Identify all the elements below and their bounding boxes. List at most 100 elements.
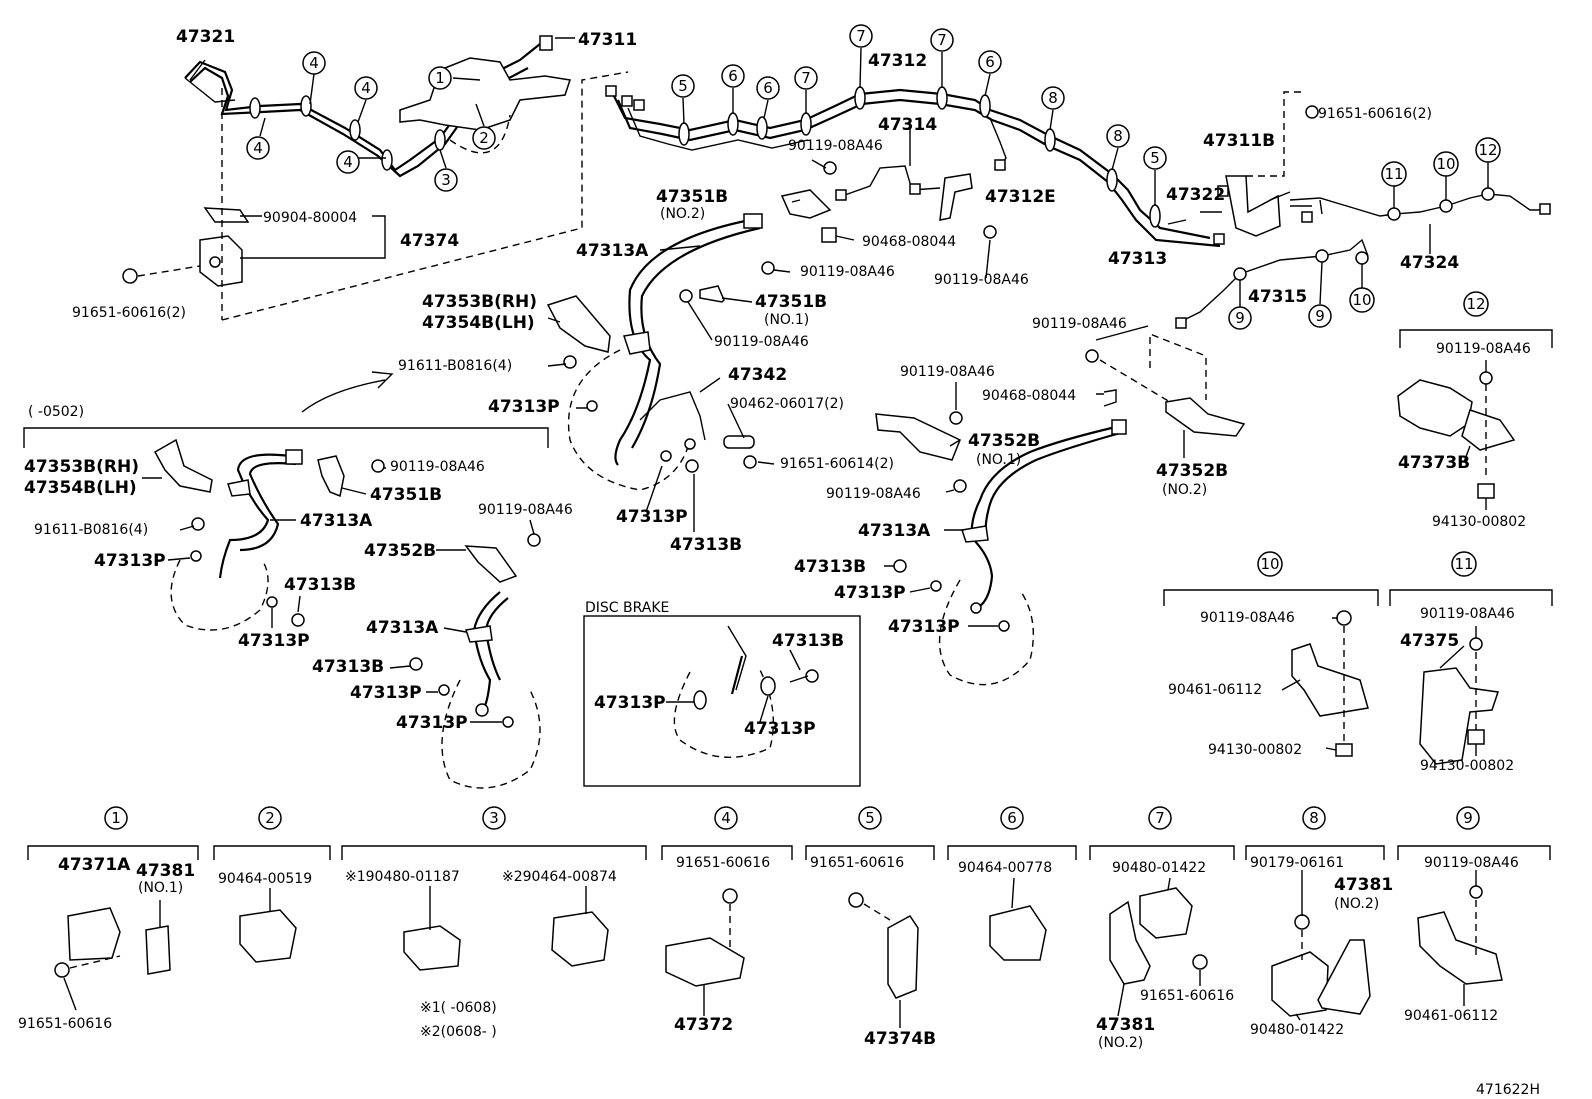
note-2: ※2(0608- ) — [420, 1024, 497, 1040]
svg-text:6: 6 — [763, 79, 773, 97]
label-47353b-rh-b: 47353B(RH) — [24, 457, 139, 477]
svg-text:5: 5 — [1150, 149, 1160, 167]
label-47352b-no1-sub: (NO.1) — [976, 452, 1021, 468]
label-47313b-a: 47313B — [670, 535, 742, 555]
svg-text:10: 10 — [1260, 555, 1279, 573]
svg-text:10: 10 — [1436, 155, 1455, 173]
flex-hose-47313a-right-icon — [875, 332, 1246, 686]
main-brake-tube-bundle — [605, 85, 1229, 248]
label-47372: 47372 — [674, 1015, 733, 1035]
svg-text:8: 8 — [1048, 89, 1058, 107]
bracket-47374-icon — [122, 71, 629, 321]
label-90480-01187: ※190480-01187 — [345, 869, 460, 885]
svg-text:2: 2 — [265, 809, 275, 827]
svg-text:6: 6 — [728, 67, 738, 85]
label-47351b-no2-sub: (NO.2) — [660, 206, 705, 222]
label-91611-b0816-4-a: 91611-B0816(4) — [398, 358, 512, 374]
svg-text:12: 12 — [1466, 295, 1485, 313]
label-47311: 47311 — [578, 30, 637, 50]
label-90461-06112-a: 90461-06112 — [1168, 682, 1262, 698]
callout-10: 10 — [1257, 551, 1283, 577]
label-47381-no2-a: 47381 — [1096, 1015, 1155, 1035]
svg-text:4: 4 — [343, 153, 353, 171]
svg-text:7: 7 — [801, 69, 811, 87]
label-90468-08044-b: 90468-08044 — [982, 388, 1076, 404]
label-91651-60616-2-left: 91651-60616(2) — [72, 305, 186, 321]
callout-4: 4 — [354, 76, 378, 100]
callout-3: 3 — [434, 168, 458, 192]
label-47381-no2-b: 47381 — [1334, 875, 1393, 895]
label-47313p-f: 47313P — [396, 713, 468, 733]
label-90461-06112-b: 90461-06112 — [1404, 1008, 1498, 1024]
callout-1: 1 — [104, 806, 128, 830]
clamp-47373b-icon — [1397, 329, 1553, 499]
label-91651-60616-k1: 91651-60616 — [18, 1016, 112, 1032]
part-number-labels: 47321 47311 47312 47314 47311B 47322 473… — [18, 27, 1540, 1098]
clamp-10-icon — [1163, 589, 1379, 757]
label-47313p-disc-a: 47313P — [594, 693, 666, 713]
svg-text:8: 8 — [1113, 127, 1123, 145]
label-47322: 47322 — [1166, 185, 1225, 205]
label-47313p-h: 47313P — [888, 617, 960, 637]
label-90904-80004: 90904-80004 — [263, 210, 357, 226]
label-47314: 47314 — [878, 115, 937, 135]
callout-10: 10 — [1349, 287, 1375, 313]
label-91651-60616-2-right: 91651-60616(2) — [1318, 106, 1432, 122]
flex-hose-47313a-lower-icon — [409, 533, 541, 789]
label-90119-08a46-d: 90119-08A46 — [714, 334, 809, 350]
label-90119-08a46-g: 90119-08A46 — [900, 364, 995, 380]
callout-6: 6 — [1000, 806, 1024, 830]
svg-text:4: 4 — [361, 79, 371, 97]
label-90119-08a46-j: 90119-08A46 — [1436, 341, 1531, 357]
callout-4: 4 — [246, 136, 270, 160]
callout-6: 6 — [756, 76, 780, 100]
label-94130-00802-b: 94130-00802 — [1208, 742, 1302, 758]
label-47311b: 47311B — [1203, 131, 1275, 151]
svg-text:1: 1 — [111, 809, 121, 827]
svg-text:9: 9 — [1315, 307, 1325, 325]
callout-7: 7 — [1148, 806, 1172, 830]
label-90119-08a46-e: 90119-08A46 — [390, 459, 485, 475]
label-47324: 47324 — [1400, 253, 1459, 273]
label-90462-06017-2: 90462-06017(2) — [730, 396, 844, 412]
note-1: ※1( -0608) — [420, 1000, 497, 1016]
label-47313a-d: 47313A — [858, 521, 931, 541]
callout-12: 12 — [1463, 291, 1489, 317]
label-47313p-g: 47313P — [834, 583, 906, 603]
label-47381-no2-a-sub: (NO.2) — [1098, 1035, 1143, 1051]
callout-5: 5 — [858, 806, 882, 830]
label-90119-08a46-b: 90119-08A46 — [934, 272, 1029, 288]
leader-lines — [189, 37, 1489, 308]
callout-2: 2 — [472, 126, 496, 150]
callout-7: 7 — [794, 66, 818, 90]
svg-text:8: 8 — [1309, 809, 1319, 827]
svg-text:6: 6 — [985, 53, 995, 71]
label-47313b-c: 47313B — [312, 657, 384, 677]
label-91611-b0816-4-b: 91611-B0816(4) — [34, 522, 148, 538]
label-period: ( -0502) — [28, 404, 84, 420]
label-47313b-disc: 47313B — [772, 631, 844, 651]
label-47313p-e: 47313P — [350, 683, 422, 703]
label-47313a-a: 47313A — [576, 241, 649, 261]
label-47313: 47313 — [1108, 249, 1167, 269]
label-90119-08a46-m: 90119-08A46 — [1424, 855, 1519, 871]
callout-11: 11 — [1451, 551, 1477, 577]
label-47352b-no1: 47352B — [968, 431, 1040, 451]
callout-8: 8 — [1041, 86, 1065, 110]
svg-text:3: 3 — [489, 809, 499, 827]
label-90119-08a46-i: 90119-08A46 — [826, 486, 921, 502]
label-47351b-no2: 47351B — [656, 187, 728, 207]
callout-12: 12 — [1475, 137, 1501, 163]
label-90119-08a46-l: 90119-08A46 — [1420, 606, 1515, 622]
label-47313p-b: 47313P — [616, 507, 688, 527]
callout-8: 8 — [1302, 806, 1326, 830]
callout-8: 8 — [1106, 124, 1130, 148]
label-47352b-a: 47352B — [364, 541, 436, 561]
callout-1: 1 — [428, 66, 452, 90]
label-47312e: 47312E — [985, 187, 1056, 207]
clamp-47375-icon — [1389, 589, 1553, 765]
callout-2: 2 — [258, 806, 282, 830]
callout-6: 6 — [978, 50, 1002, 74]
callout-5: 5 — [671, 74, 695, 98]
label-91651-60614-2: 91651-60614(2) — [780, 456, 894, 472]
